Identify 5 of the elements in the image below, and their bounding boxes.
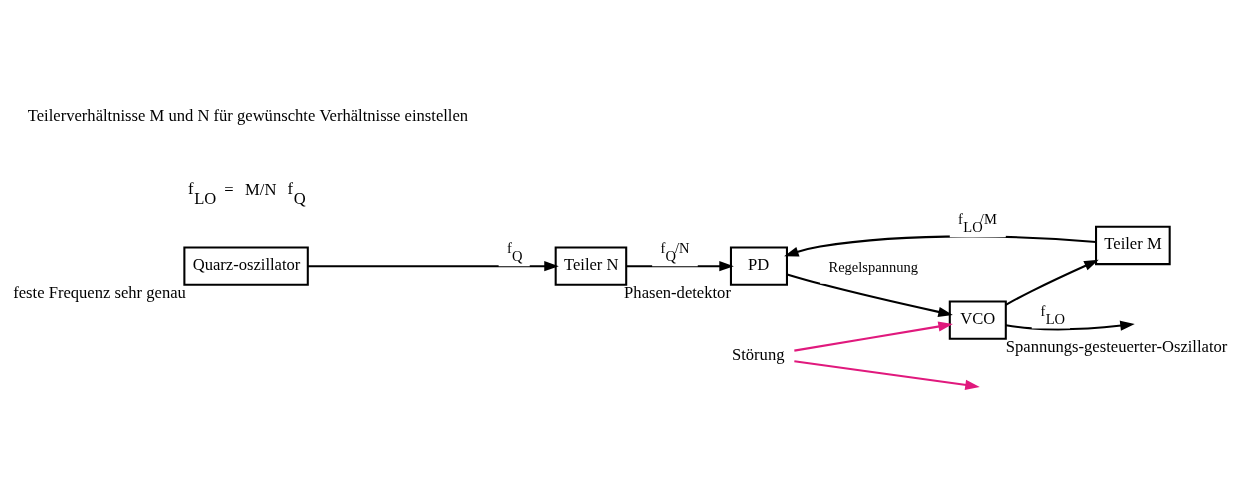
edge-label: Regelspannung: [828, 258, 918, 275]
node-label: Spannungs-gesteuerter-Oszillator: [1005, 336, 1228, 356]
node-label: feste Frequenz sehr genau: [13, 282, 186, 302]
label: Teilerverhältnisse M und N für gewünschte Verhältnisse einstellen: [27, 105, 469, 125]
node-text: Störung: [731, 344, 785, 364]
